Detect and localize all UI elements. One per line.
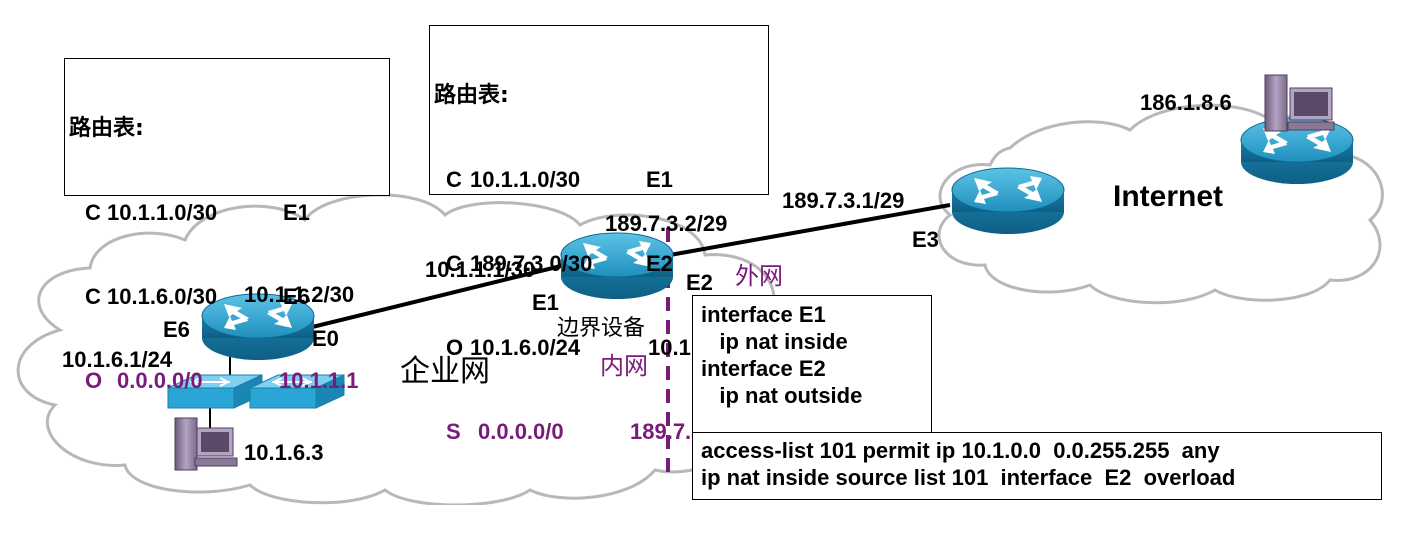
config-line: ip nat inside source list 101 interface … bbox=[701, 465, 1236, 490]
isp-router-icon bbox=[951, 167, 1065, 235]
table-row: C 10.1.1.0/30 E1 bbox=[446, 167, 673, 192]
switch-2-icon bbox=[249, 374, 345, 409]
nat-config-box: access-list 101 permit ip 10.1.0.0 0.0.2… bbox=[692, 432, 1382, 500]
link-r1-edge bbox=[299, 263, 566, 332]
host-pc-icon bbox=[174, 417, 238, 471]
edge-e2-ip-label: 189.7.3.2/29 bbox=[605, 211, 728, 236]
interface-config-box: interface E1 ip nat inside interface E2 … bbox=[692, 295, 932, 433]
config-line: interface E1 bbox=[701, 302, 826, 327]
edge-routing-table: 路由表: C 10.1.1.0/30 E1 C 189.7.3.0/30 E2 … bbox=[429, 25, 769, 444]
edge-device-name: 边界设备 bbox=[557, 316, 646, 341]
server-ip-label: 186.1.8.6 bbox=[1140, 90, 1232, 115]
internet-cloud-label: Internet bbox=[1113, 180, 1224, 213]
left-routing-table: 路由表: C 10.1.1.0/30 E1 C 10.1.6.0/30 E6 O… bbox=[64, 58, 390, 393]
edge-e2-label: E2 bbox=[686, 270, 713, 295]
r1-e6-label: E6 bbox=[163, 317, 190, 342]
server-pc-icon bbox=[1264, 74, 1335, 132]
table-row: C 10.1.6.0/30 E6 bbox=[85, 284, 310, 309]
config-line: ip nat outside bbox=[701, 383, 863, 408]
switch-1-icon bbox=[167, 374, 263, 409]
r1-e0-label: E0 bbox=[312, 326, 339, 351]
enterprise-cloud-label: 企业网 bbox=[400, 354, 490, 389]
edge-table-title: 路由表: bbox=[434, 83, 509, 108]
config-line: interface E2 bbox=[701, 356, 826, 381]
outside-network-label: 外网 bbox=[735, 262, 783, 290]
link-edge-isp bbox=[669, 203, 951, 257]
host-ip-label: 10.1.6.3 bbox=[244, 440, 324, 465]
edge-e1-label: E1 bbox=[532, 290, 559, 315]
inside-network-label: 内网 bbox=[600, 352, 648, 380]
isp-e3-label: E3 bbox=[912, 227, 939, 252]
config-line: access-list 101 permit ip 10.1.0.0 0.0.2… bbox=[701, 438, 1220, 463]
r1-lan-ip-label: 10.1.6.1/24 bbox=[62, 347, 173, 372]
left-table-title: 路由表: bbox=[69, 116, 144, 141]
table-row: C 189.7.3.0/30 E2 bbox=[446, 251, 673, 276]
isp-ip-label: 189.7.3.1/29 bbox=[782, 188, 905, 213]
config-line: ip nat inside bbox=[701, 329, 848, 354]
table-row: C 10.1.1.0/30 E1 bbox=[85, 200, 310, 225]
table-row: O 0.0.0.0/0 10.1.1.1 bbox=[85, 368, 359, 393]
r1-wan-ip-label: 10.1.1.2/30 bbox=[244, 282, 355, 307]
edge-e1-ip-label: 10.1.1.1/30 bbox=[425, 257, 536, 282]
network-diagram bbox=[16, 74, 1384, 505]
